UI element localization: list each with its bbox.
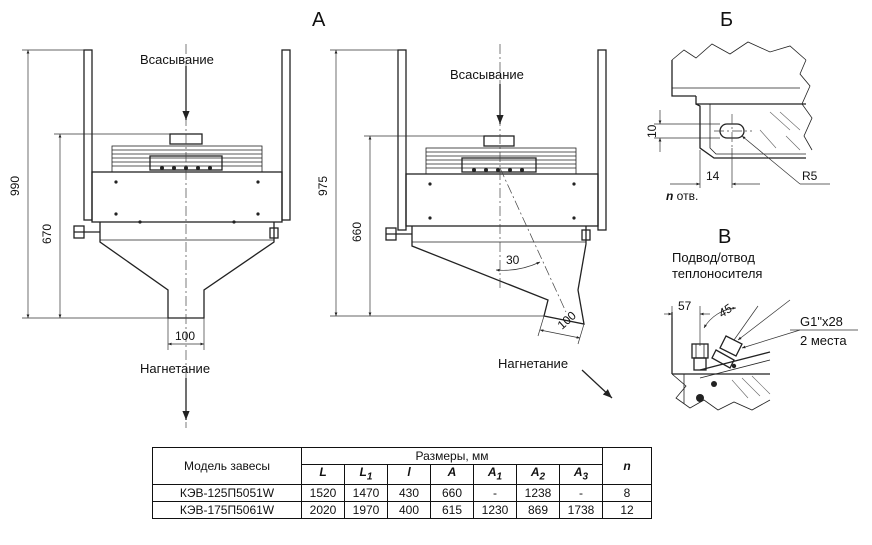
col-header: A xyxy=(430,463,474,486)
value-cell: 1230 xyxy=(473,501,517,520)
table-header-row-2: L L1 l A A1 A2 A3 xyxy=(153,463,652,486)
model-cell: КЭВ-175П5061W xyxy=(152,501,302,520)
dim-10: 10 xyxy=(645,124,659,138)
dim-57: 57 xyxy=(678,299,692,313)
model-header: Модель завесы xyxy=(152,446,302,486)
view-v-label: В xyxy=(718,226,731,248)
view-v-title-line2: теплоносителя xyxy=(672,266,762,281)
dim-990: 990 xyxy=(8,176,22,196)
value-cell: 1970 xyxy=(344,501,388,520)
suction-label-left: Всасывание xyxy=(140,52,214,67)
view-b-label: Б xyxy=(720,9,733,31)
n-cell: 8 xyxy=(602,484,652,503)
dimensions-table: Модель завесы Размеры, мм n L L1 l A A1 … xyxy=(152,446,652,520)
thread-spec: G1"x28 xyxy=(800,314,843,329)
value-cell: 400 xyxy=(387,501,431,520)
discharge-label-right: Нагнетание xyxy=(498,356,568,371)
view-v-detail: 57 45 G1"x28 2 места xyxy=(664,299,858,411)
suction-label-right: Всасывание xyxy=(450,67,524,82)
col-header: L1 xyxy=(344,463,388,486)
col-header: l xyxy=(387,463,431,486)
value-cell: 430 xyxy=(387,484,431,503)
view-a-left: Всасывание Нагнетание 990 670 100 xyxy=(8,44,291,428)
table-row: КЭВ-175П5061W 2020 1970 400 615 1230 869… xyxy=(152,501,652,520)
value-cell: 1520 xyxy=(301,484,345,503)
value-cell: 1738 xyxy=(559,501,603,520)
value-cell: 1470 xyxy=(344,484,388,503)
sizes-header: Размеры, мм xyxy=(301,447,603,465)
value-cell: - xyxy=(473,484,517,503)
holes-suffix: отв. xyxy=(673,189,698,203)
n-cell: 12 xyxy=(602,501,652,520)
value-cell: 660 xyxy=(430,484,474,503)
thread-count: 2 места xyxy=(800,333,847,348)
holes-count: n отв. xyxy=(666,189,698,203)
dim-660: 660 xyxy=(350,222,364,242)
dim-14: 14 xyxy=(706,169,720,183)
model-cell: КЭВ-125П5051W xyxy=(152,484,302,503)
technical-drawing: А Вс xyxy=(8,9,858,428)
table-header-row-1: Модель завесы Размеры, мм n xyxy=(152,446,652,486)
dim-100-left: 100 xyxy=(175,329,195,343)
dim-100-right: 100 xyxy=(555,308,579,332)
col-header: A1 xyxy=(473,463,517,486)
value-cell: 2020 xyxy=(301,501,345,520)
value-cell: - xyxy=(559,484,603,503)
view-a-right: 30 Всасывание Нагнетание 975 660 100 xyxy=(316,44,613,399)
dim-670: 670 xyxy=(40,224,54,244)
value-cell: 869 xyxy=(516,501,560,520)
view-v-title-line1: Подвод/отвод xyxy=(672,250,755,265)
holes-n: n xyxy=(666,189,673,203)
view-b-detail: 10 14 R5 n отв. xyxy=(645,41,830,203)
value-cell: 1238 xyxy=(516,484,560,503)
col-header: L xyxy=(301,463,345,486)
col-header: A2 xyxy=(516,463,560,486)
col-header: A3 xyxy=(559,463,603,486)
radius-r5: R5 xyxy=(802,169,818,183)
n-header: n xyxy=(602,446,652,486)
discharge-label-left: Нагнетание xyxy=(140,361,210,376)
dim-45: 45 xyxy=(716,301,735,320)
table-row: КЭВ-125П5051W 1520 1470 430 660 - 1238 -… xyxy=(152,484,652,503)
dim-975: 975 xyxy=(316,176,330,196)
view-a-label: А xyxy=(312,9,326,31)
value-cell: 615 xyxy=(430,501,474,520)
dim-angle-30: 30 xyxy=(506,253,520,267)
